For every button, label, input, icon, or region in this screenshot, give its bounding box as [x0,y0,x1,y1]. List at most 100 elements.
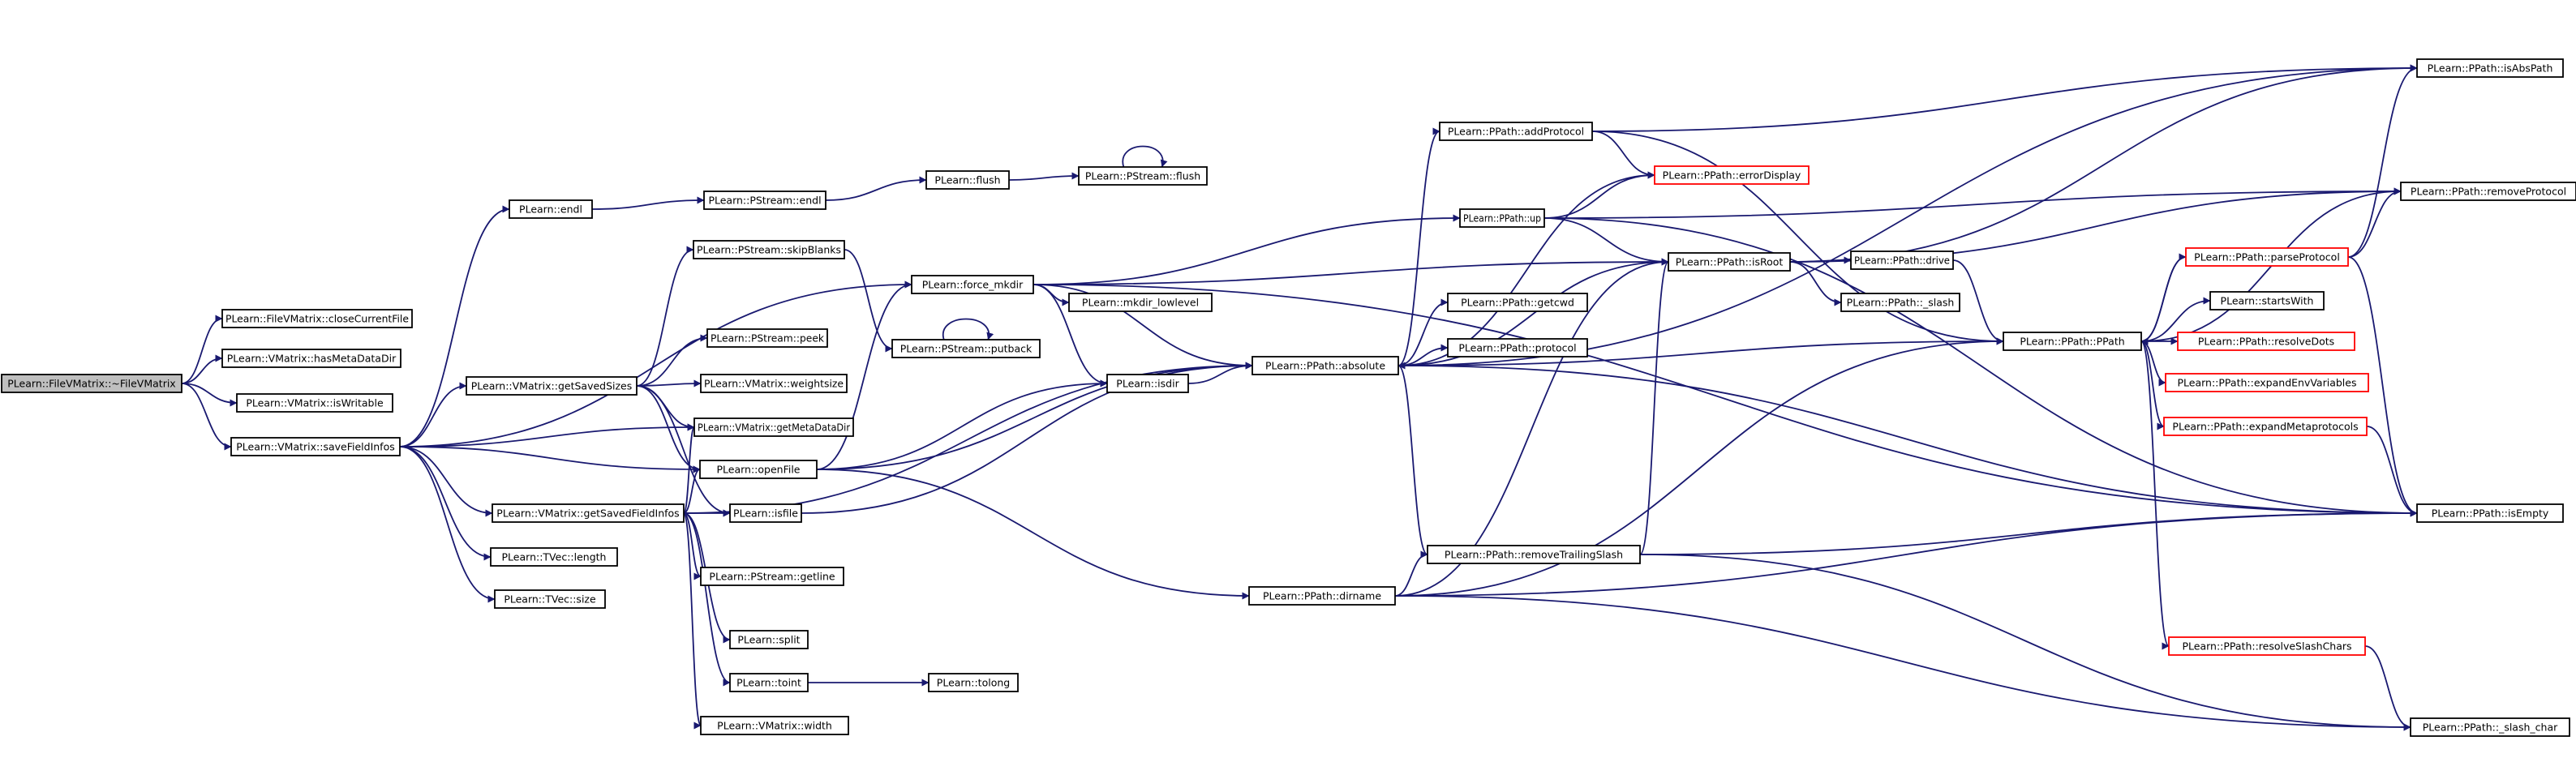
node-box[interactable] [729,630,809,649]
node-box[interactable] [2400,182,2576,201]
node-size[interactable]: PLearn::TVec::size [494,589,606,609]
node-box[interactable] [221,349,401,368]
node-box[interactable] [2165,373,2369,392]
node-isdir[interactable]: PLearn::isdir [1106,374,1189,393]
node-protocol[interactable]: PLearn::PPath::protocol [1447,338,1588,358]
node-iswritable[interactable]: PLearn::VMatrix::isWritable [236,393,393,413]
node-box[interactable] [2177,332,2355,351]
node-box[interactable] [2003,332,2142,351]
node-mkdir-lowlevel[interactable]: PLearn::mkdir_lowlevel [1068,293,1213,312]
node-closecurrentfile[interactable]: PLearn::FileVMatrix::closeCurrentFile [221,309,413,328]
node-getline[interactable]: PLearn::PStream::getline [700,567,844,586]
node-drive[interactable]: PLearn::PPath::drive [1850,250,1954,270]
node-box[interactable] [494,589,606,609]
node-box[interactable] [700,567,844,586]
node-width[interactable]: PLearn::VMatrix::width [700,716,849,735]
node-addprotocol[interactable]: PLearn::PPath::addProtocol [1439,122,1593,141]
node-box[interactable] [221,309,413,328]
node-pstream-endl[interactable]: PLearn::PStream::endl [703,191,826,210]
node-box[interactable] [509,199,593,219]
node-skipblanks[interactable]: PLearn::PStream::skipBlanks [693,240,845,259]
node-weightsize[interactable]: PLearn::VMatrix::weightsize [700,374,848,393]
node-box[interactable] [729,503,802,523]
node-box[interactable] [2416,58,2564,78]
node-flush[interactable]: PLearn::flush [925,170,1010,190]
node-expandmetaprotocols[interactable]: PLearn::PPath::expandMetaprotocols [2163,417,2368,436]
node-box[interactable] [1447,338,1588,358]
node-box[interactable] [1427,545,1641,564]
node-getsavedfieldinfos[interactable]: PLearn::VMatrix::getSavedFieldInfos [492,503,685,523]
node-box[interactable] [1654,165,1810,185]
node-box[interactable] [693,240,845,259]
node-toint[interactable]: PLearn::toint [729,673,809,692]
node-getcwd[interactable]: PLearn::PPath::getcwd [1447,293,1588,312]
node-savefieldinfos[interactable]: PLearn::VMatrix::saveFieldInfos [230,437,401,456]
node-box[interactable] [928,673,1019,692]
node-pstream-flush[interactable]: PLearn::PStream::flush [1078,166,1208,186]
node-box[interactable] [236,393,393,413]
node-box[interactable] [230,437,401,456]
node-box[interactable] [1668,252,1791,272]
node-tolong[interactable]: PLearn::tolong [928,673,1019,692]
node-box[interactable] [1078,166,1208,186]
node-box[interactable] [700,716,849,735]
node-box[interactable] [1459,208,1545,228]
node-isroot[interactable]: PLearn::PPath::isRoot [1668,252,1791,272]
node-absolute[interactable]: PLearn::PPath::absolute [1252,356,1399,375]
node-isfile[interactable]: PLearn::isfile [729,503,802,523]
node-split[interactable]: PLearn::split [729,630,809,649]
node-box[interactable] [2209,291,2325,310]
node-removeprotocol[interactable]: PLearn::PPath::removeProtocol [2400,182,2576,201]
node-parseprotocol[interactable]: PLearn::PPath::parseProtocol [2185,247,2349,267]
node-force-mkdir[interactable]: PLearn::force_mkdir [911,275,1034,294]
node-box[interactable] [2185,247,2349,267]
node-length[interactable]: PLearn::TVec::length [490,547,618,567]
node-openfile[interactable]: PLearn::openFile [699,460,818,479]
node-box[interactable] [1840,293,1960,312]
node-box[interactable] [466,376,638,396]
node-box[interactable] [1447,293,1588,312]
node-box[interactable] [1850,250,1954,270]
node-box[interactable] [2163,417,2368,436]
node-box[interactable] [1439,122,1593,141]
node-box[interactable] [703,191,826,210]
node-removetrailingslash[interactable]: PLearn::PPath::removeTrailingSlash [1427,545,1641,564]
node--slash-char[interactable]: PLearn::PPath::_slash_char [2410,717,2570,737]
node-dirname[interactable]: PLearn::PPath::dirname [1248,586,1396,606]
node--slash[interactable]: PLearn::PPath::_slash [1840,293,1960,312]
node-resolveslashchars[interactable]: PLearn::PPath::resolveSlashChars [2168,636,2366,656]
node-startswith[interactable]: PLearn::startsWith [2209,291,2325,310]
node-expandenvvariables[interactable]: PLearn::PPath::expandEnvVariables [2165,373,2369,392]
node-box[interactable] [492,503,685,523]
node-box[interactable] [911,275,1034,294]
node-box[interactable] [1106,374,1189,393]
node-getmetadatadir[interactable]: PLearn::VMatrix::getMetaDataDir [693,417,854,437]
node-peek[interactable]: PLearn::PStream::peek [706,328,828,348]
node-box[interactable] [729,673,809,692]
node-getsavedsizes[interactable]: PLearn::VMatrix::getSavedSizes [466,376,638,396]
node-box[interactable] [706,328,828,348]
node-ppath[interactable]: PLearn::PPath::PPath [2003,332,2142,351]
node-box[interactable] [699,460,818,479]
node-errordisplay[interactable]: PLearn::PPath::errorDisplay [1654,165,1810,185]
node-box[interactable] [891,339,1041,358]
node-box[interactable] [2168,636,2366,656]
node-isabspath[interactable]: PLearn::PPath::isAbsPath [2416,58,2564,78]
node-putback[interactable]: PLearn::PStream::putback [891,339,1041,358]
node-root[interactable]: PLearn::FileVMatrix::~FileVMatrix [1,374,182,393]
node-box[interactable] [693,417,854,437]
node-box[interactable] [1068,293,1213,312]
node-box[interactable] [2416,503,2564,523]
node-up[interactable]: PLearn::PPath::up [1459,208,1545,228]
node-hasmetadatadir[interactable]: PLearn::VMatrix::hasMetaDataDir [221,349,401,368]
node-box[interactable] [490,547,618,567]
node-endl[interactable]: PLearn::endl [509,199,593,219]
node-isempty[interactable]: PLearn::PPath::isEmpty [2416,503,2564,523]
node-box[interactable] [700,374,848,393]
node-box[interactable] [1,374,182,393]
node-box[interactable] [1252,356,1399,375]
node-box[interactable] [2410,717,2570,737]
node-box[interactable] [925,170,1010,190]
node-resolvedots[interactable]: PLearn::PPath::resolveDots [2177,332,2355,351]
node-box[interactable] [1248,586,1396,606]
